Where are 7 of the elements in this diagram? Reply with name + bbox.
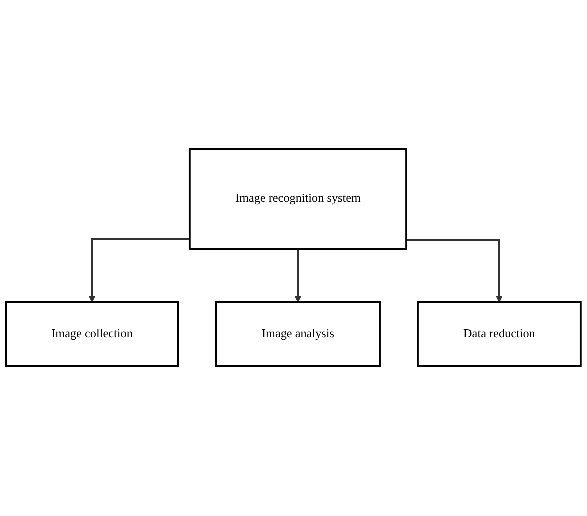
arrow <box>406 240 503 304</box>
arrow <box>88 238 190 304</box>
node-box: Image recognition system <box>188 148 408 251</box>
node-box: Data reduction <box>417 302 582 368</box>
node-box: Image collection <box>5 302 180 368</box>
arrow <box>294 248 302 304</box>
node-box: Image analysis <box>215 302 381 368</box>
